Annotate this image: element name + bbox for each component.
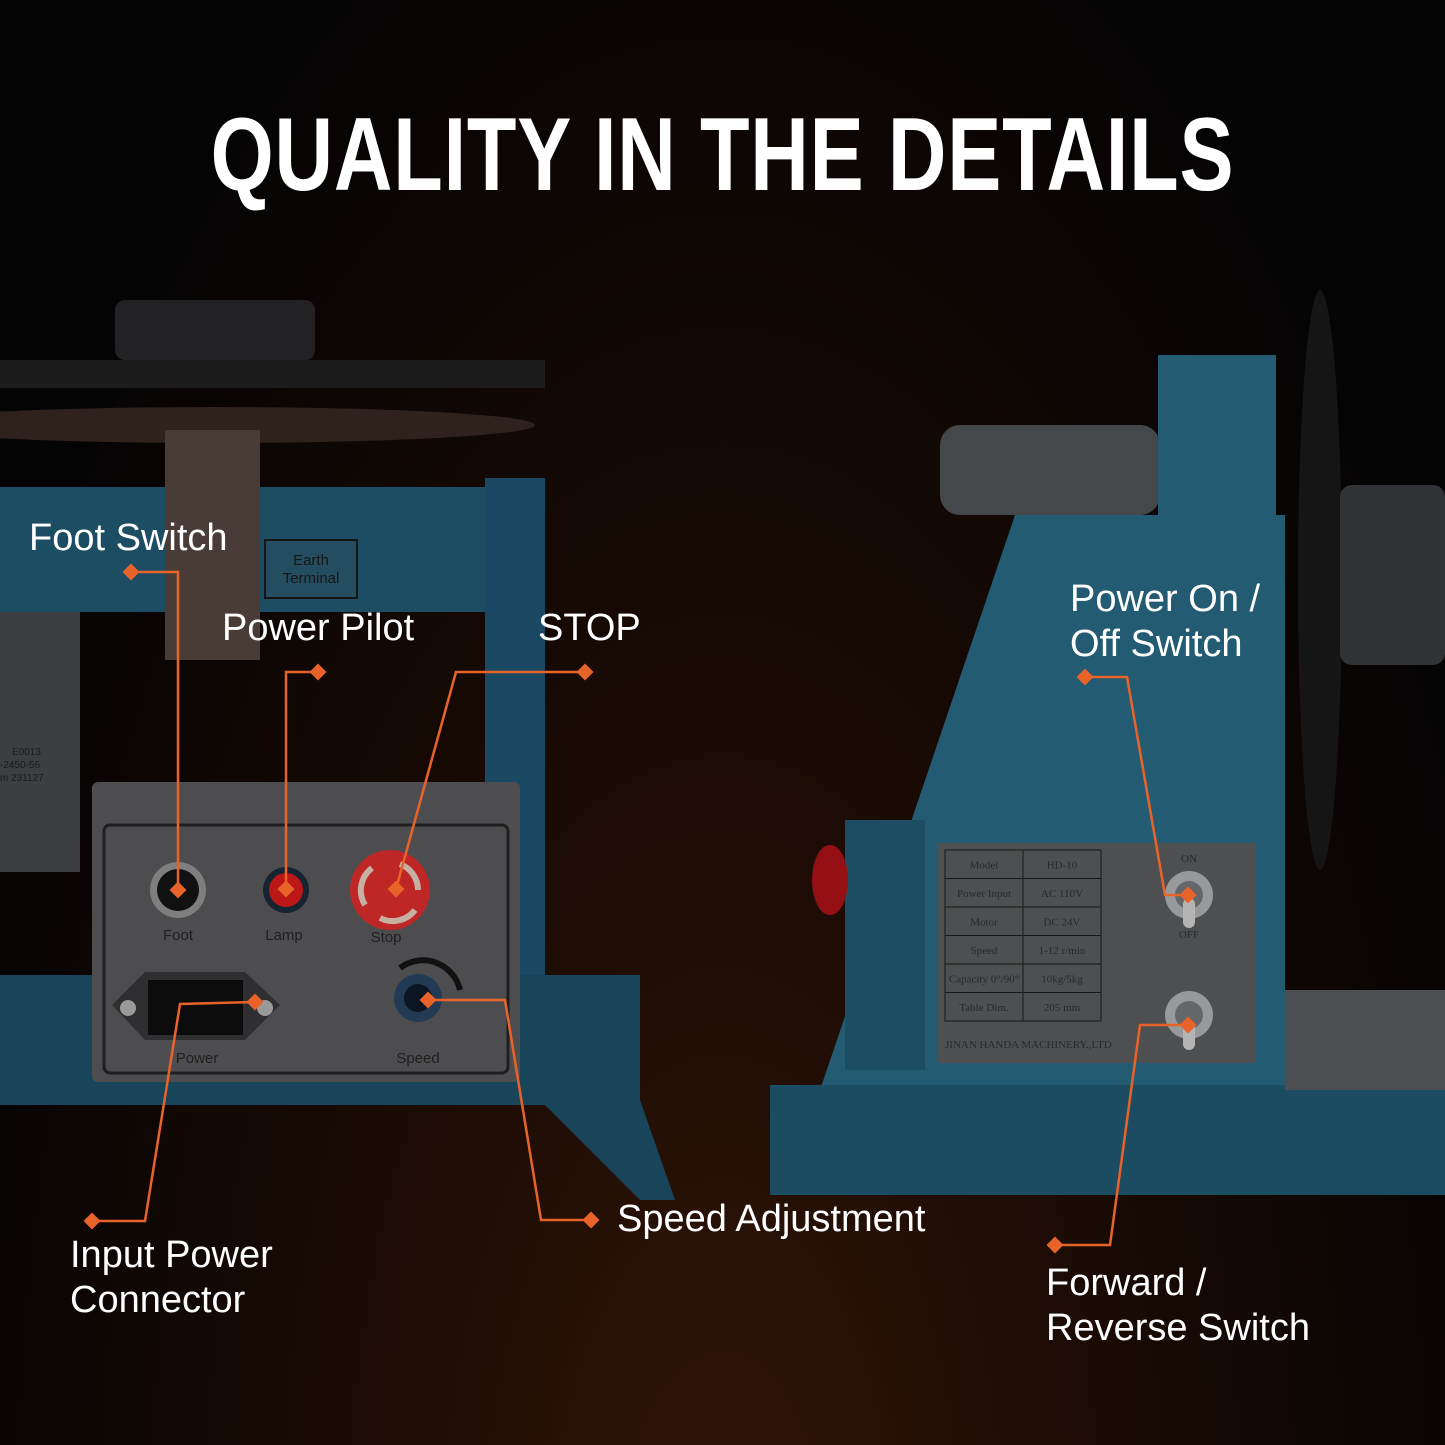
callout-stop: STOP <box>538 607 641 649</box>
speed-label: Speed <box>396 1050 439 1067</box>
diamond-marker <box>576 663 594 681</box>
callout-power-pilot: Power Pilot <box>222 607 415 649</box>
motor-label: m 231127 <box>0 773 44 784</box>
callout-line: Reverse Switch <box>1046 1307 1310 1349</box>
nameplate-key: Motor <box>970 916 998 928</box>
diamond-marker <box>419 991 437 1009</box>
callout-lines <box>92 570 1188 1247</box>
earth-terminal-label-2: Terminal <box>283 570 340 587</box>
nameplate-key: Table Dim. <box>959 1002 1009 1014</box>
nameplate-maker: JINAN HANDA MACHINERY.,LTD <box>945 1039 1112 1051</box>
callout-line: Connector <box>70 1279 246 1321</box>
callout-line: Power On / <box>1070 578 1261 620</box>
speed-leader <box>428 998 591 1222</box>
motor-label: -2450-56 <box>0 760 40 771</box>
power-pilot-leader <box>284 670 318 889</box>
diamond-marker <box>309 663 327 681</box>
nameplate-value: 205 mm <box>1044 1002 1081 1014</box>
callout-line: Forward / <box>1046 1262 1207 1304</box>
direction-switch-leader <box>1055 1023 1188 1247</box>
switch-off-label: OFF <box>1179 929 1199 941</box>
stop-label: Stop <box>371 929 402 946</box>
nameplate-key: Speed <box>971 945 998 957</box>
nameplate-key: Capacity 0°/90° <box>949 973 1019 985</box>
nameplate-key: Model <box>970 859 999 871</box>
diamond-marker <box>246 993 264 1011</box>
callout-forward-reverse: Forward / Reverse Switch <box>1046 1261 1310 1351</box>
diamond-marker <box>1179 886 1197 904</box>
callout-input-power: Input Power Connector <box>70 1233 273 1323</box>
nameplate-value: 10kg/5kg <box>1041 973 1083 985</box>
callout-line: Off Switch <box>1070 623 1243 665</box>
nameplate-value: 1-12 r/min <box>1039 945 1086 957</box>
left-welding-positioner: Earth Terminal E0013 -2450-56 m 231127 F… <box>0 300 675 1200</box>
diamond-marker <box>387 880 405 898</box>
nameplate-key: Power Input <box>957 888 1011 900</box>
callout-foot-switch: Foot Switch <box>29 517 228 559</box>
nameplate-value: AC 110V <box>1041 888 1083 900</box>
motor-label: E0013 <box>12 747 41 758</box>
callout-speed-adjustment: Speed Adjustment <box>617 1198 926 1240</box>
power-switch-leader <box>1085 675 1188 897</box>
page-title: QUALITY IN THE DETAILS <box>210 97 1235 213</box>
diamond-marker <box>582 1211 600 1229</box>
input-power-leader <box>92 1000 256 1223</box>
callout-line: Input Power <box>70 1234 273 1276</box>
power-label: Power <box>176 1050 219 1067</box>
nameplate-cell <box>1022 992 1102 1022</box>
diamond-marker <box>1076 668 1094 686</box>
diamond-marker <box>277 880 295 898</box>
diamond-marker <box>122 563 140 581</box>
foot-switch-leader <box>131 570 180 890</box>
diamond-marker <box>169 881 187 899</box>
switch-on-label: ON <box>1181 853 1197 865</box>
nameplate-value: DC 24V <box>1044 916 1081 928</box>
diamond-marker <box>1046 1236 1064 1254</box>
callout-power-on-off: Power On / Off Switch <box>1070 577 1260 667</box>
diamond-marker <box>1179 1016 1197 1034</box>
lamp-label: Lamp <box>265 927 303 944</box>
earth-terminal-label: Earth <box>293 552 329 569</box>
callout-markers <box>83 563 1197 1254</box>
stop-leader <box>394 670 585 890</box>
nameplate-value: HD-10 <box>1047 859 1078 871</box>
foot-port-label: Foot <box>163 927 194 944</box>
